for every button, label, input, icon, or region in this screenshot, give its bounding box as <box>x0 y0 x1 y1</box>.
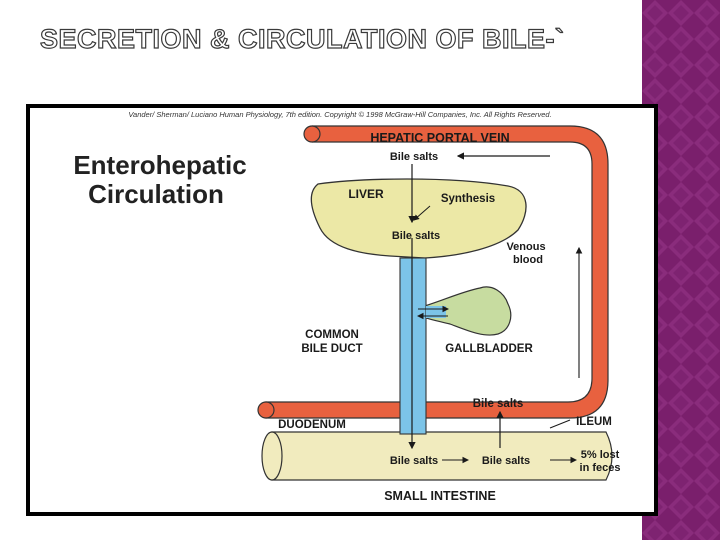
liver-shape <box>310 178 527 259</box>
label-synthesis: Synthesis <box>441 193 495 205</box>
label-hepatic-portal-vein: HEPATIC PORTAL VEIN <box>370 131 509 145</box>
label-blood: blood <box>513 254 543 266</box>
label-gallbladder: GALLBLADDER <box>445 343 533 355</box>
vein-end-top <box>303 125 321 143</box>
gallbladder-shape <box>417 286 512 336</box>
vein-end-bottom <box>257 401 275 419</box>
label-venous: Venous <box>506 241 545 253</box>
label-common: COMMON <box>305 329 359 341</box>
label-bile-salts-top: Bile salts <box>390 151 438 163</box>
label-liver: LIVER <box>348 187 384 201</box>
label-bile-salts-liver: Bile salts <box>392 230 440 242</box>
arrow-synthesis <box>413 205 431 221</box>
small-intestine-shape <box>271 431 613 481</box>
common-bile-duct-shape <box>399 257 427 435</box>
ileum-pointer <box>549 419 571 429</box>
slide-title: SECRETION & CIRCULATION OF BILE-` <box>39 23 565 54</box>
label-in-feces: in feces <box>580 462 621 474</box>
label-duodenum: DUODENUM <box>278 419 346 431</box>
enterohepatic-diagram: Vander/ Sherman/ Luciano Human Physiolog… <box>73 110 621 503</box>
label-bile-salts-vein: Bile salts <box>473 398 524 410</box>
hepatic-portal-vein-shape <box>265 125 609 419</box>
figure-credit: Vander/ Sherman/ Luciano Human Physiolog… <box>128 110 551 119</box>
label-bile-salts-intestine-2: Bile salts <box>482 455 530 467</box>
figure-heading-line1: Enterohepatic <box>73 150 246 180</box>
label-bile-salts-intestine-1: Bile salts <box>390 455 438 467</box>
label-small-intestine: SMALL INTESTINE <box>384 489 496 503</box>
figure-frame: Vander/ Sherman/ Luciano Human Physiolog… <box>26 104 658 516</box>
figure-heading-line2: Circulation <box>88 179 224 209</box>
intestine-end <box>261 431 283 481</box>
label-bile-duct: BILE DUCT <box>301 343 362 355</box>
figure-canvas: Vander/ Sherman/ Luciano Human Physiolog… <box>30 108 654 512</box>
label-lost: 5% lost <box>581 449 620 461</box>
label-ileum: ILEUM <box>576 416 612 428</box>
